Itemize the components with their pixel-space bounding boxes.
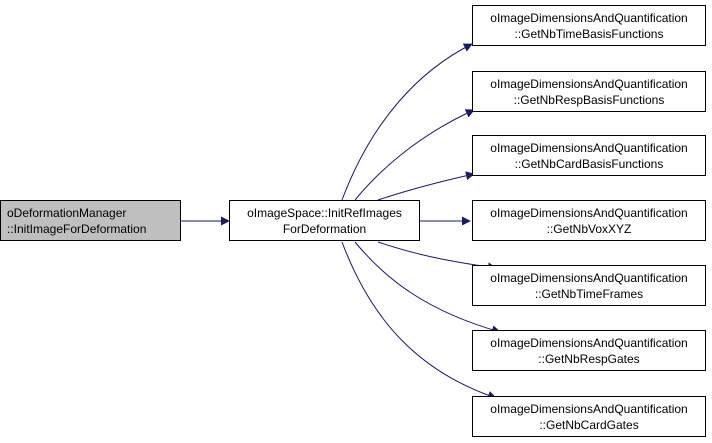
root-function-node: oDeformationManager ::InitImageForDeform… (0, 200, 181, 241)
edge-to-get-nb-resp-basis-functions (354, 109, 475, 201)
callee-method-label: ::GetNbCardBasisFunctions (514, 156, 664, 171)
init-ref-images-node[interactable]: oImageSpace::InitRefImages ForDeformatio… (229, 200, 420, 241)
callee-method-label: ::GetNbRespGates (538, 351, 640, 366)
callee-class-label: oImageDimensionsAndQuantification (490, 140, 688, 155)
callee-class-label: oImageDimensionsAndQuantification (490, 205, 688, 220)
get-nb-card-gates-node[interactable]: oImageDimensionsAndQuantification ::GetN… (472, 396, 706, 437)
callee-method-label: ::GetNbCardGates (539, 417, 639, 432)
edge-to-get-nb-card-gates (341, 241, 497, 400)
get-nb-resp-gates-node[interactable]: oImageDimensionsAndQuantification ::GetN… (472, 330, 706, 371)
callee-class-label: oImageDimensionsAndQuantification (490, 76, 688, 91)
callee-class-label: oImageDimensionsAndQuantification (490, 335, 688, 350)
edge-to-get-nb-time-basis-functions (341, 43, 473, 201)
get-nb-time-basis-functions-node[interactable]: oImageDimensionsAndQuantification ::GetN… (472, 5, 706, 46)
callee-method-label: ::GetNbTimeFrames (534, 286, 644, 301)
get-nb-time-frames-node[interactable]: oImageDimensionsAndQuantification ::GetN… (472, 265, 706, 306)
edge-to-get-nb-card-basis-functions (377, 171, 475, 201)
init-ref-images-line2: ForDeformation (282, 221, 367, 236)
get-nb-card-basis-functions-node[interactable]: oImageDimensionsAndQuantification ::GetN… (472, 135, 706, 176)
callee-method-label: ::GetNbTimeBasisFunctions (514, 26, 664, 41)
init-ref-images-line1: oImageSpace::InitRefImages (247, 205, 402, 220)
root-function-class: oDeformationManager (7, 205, 127, 220)
callee-method-label: ::GetNbRespBasisFunctions (513, 92, 665, 107)
callee-class-label: oImageDimensionsAndQuantification (490, 10, 688, 25)
callee-class-label: oImageDimensionsAndQuantification (490, 270, 688, 285)
root-function-method: ::InitImageForDeformation (7, 221, 147, 236)
get-nb-vox-xyz-node[interactable]: oImageDimensionsAndQuantification ::GetN… (472, 200, 706, 241)
edge-to-get-nb-resp-gates (354, 241, 501, 335)
get-nb-resp-basis-functions-node[interactable]: oImageDimensionsAndQuantification ::GetN… (472, 71, 706, 112)
callee-class-label: oImageDimensionsAndQuantification (490, 401, 688, 416)
callee-method-label: ::GetNbVoxXYZ (546, 221, 632, 236)
